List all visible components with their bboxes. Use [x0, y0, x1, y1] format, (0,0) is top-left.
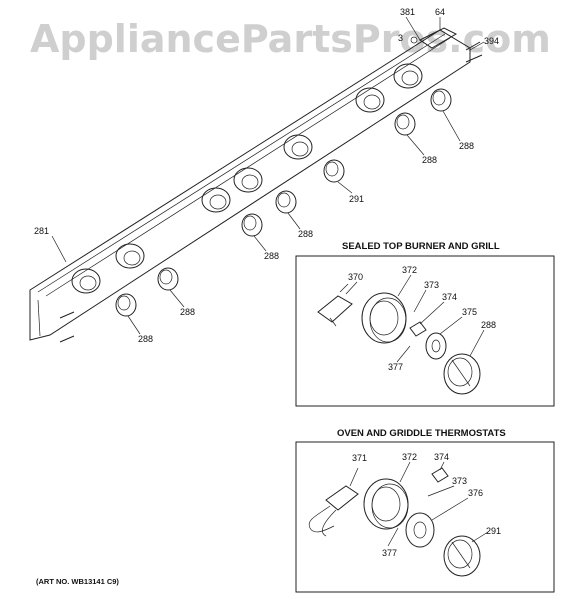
skirt-376 — [405, 512, 435, 548]
callout-376: 376 — [468, 488, 483, 498]
callout-291: 291 — [349, 194, 364, 204]
sealed-top-leaders — [345, 274, 485, 363]
callout-288: 288 — [298, 229, 313, 239]
bezel-372 — [363, 478, 409, 530]
callout-291: 291 — [486, 526, 501, 536]
clip-374 — [409, 321, 427, 337]
control-panel-assembly: 381 64 3 394 281 288 288 288 288 291 288… — [29, 7, 499, 344]
callout-375: 375 — [462, 307, 477, 317]
knob-288-detail — [443, 353, 481, 395]
art-number: (ART NO. WB13141 C9) — [36, 577, 119, 586]
knob-288 — [241, 213, 263, 237]
callout-288: 288 — [422, 155, 437, 165]
oven-griddle-section: OVEN AND GRIDDLE THERMOSTATS — [295, 428, 555, 593]
callout-288: 288 — [459, 141, 474, 151]
control-panel — [29, 29, 471, 341]
watermark-text: AppliancePartsPros.com — [30, 17, 551, 61]
oven-griddle-leaders — [349, 461, 489, 547]
callout-377: 377 — [382, 548, 397, 558]
callout-373: 373 — [424, 280, 439, 290]
knob-288 — [394, 112, 416, 136]
oven-griddle-box — [295, 441, 555, 593]
thermostat-371 — [308, 485, 359, 537]
switch-370 — [317, 283, 353, 327]
knob-288 — [275, 190, 297, 214]
callout-281: 281 — [34, 226, 49, 236]
callout-288: 288 — [481, 320, 496, 330]
callout-374: 374 — [434, 452, 449, 462]
callout-377: 377 — [388, 362, 403, 372]
control-knobs — [115, 88, 452, 317]
sealed-top-box — [295, 255, 555, 407]
knob-291 — [323, 159, 345, 183]
sealed-top-section: SEALED TOP BURNER AND GRILL — [295, 241, 555, 407]
bezel-372 — [361, 292, 407, 344]
leader-lines — [51, 16, 485, 335]
callout-371: 371 — [352, 453, 367, 463]
callout-288: 288 — [264, 251, 279, 261]
callout-288: 288 — [138, 334, 153, 344]
callout-394: 394 — [484, 36, 499, 46]
callout-381: 381 — [400, 7, 415, 17]
knob-288 — [157, 267, 179, 291]
clip-374 — [431, 467, 449, 483]
adapter-375 — [425, 332, 447, 360]
callout-288: 288 — [180, 307, 195, 317]
callout-372: 372 — [402, 452, 417, 462]
knob-291-detail — [443, 535, 481, 577]
callout-64: 64 — [435, 7, 445, 17]
knob-bezels — [71, 63, 423, 294]
oven-griddle-heading: OVEN AND GRIDDLE THERMOSTATS — [337, 428, 506, 439]
sealed-top-heading: SEALED TOP BURNER AND GRILL — [342, 241, 500, 252]
callout-370: 370 — [348, 272, 363, 282]
callout-372: 372 — [402, 265, 417, 275]
callout-3: 3 — [398, 33, 403, 43]
mounting-bracket — [59, 27, 483, 343]
knob-288 — [115, 293, 137, 317]
callout-373: 373 — [452, 476, 467, 486]
callout-374: 374 — [442, 292, 457, 302]
knob-288 — [430, 88, 452, 112]
